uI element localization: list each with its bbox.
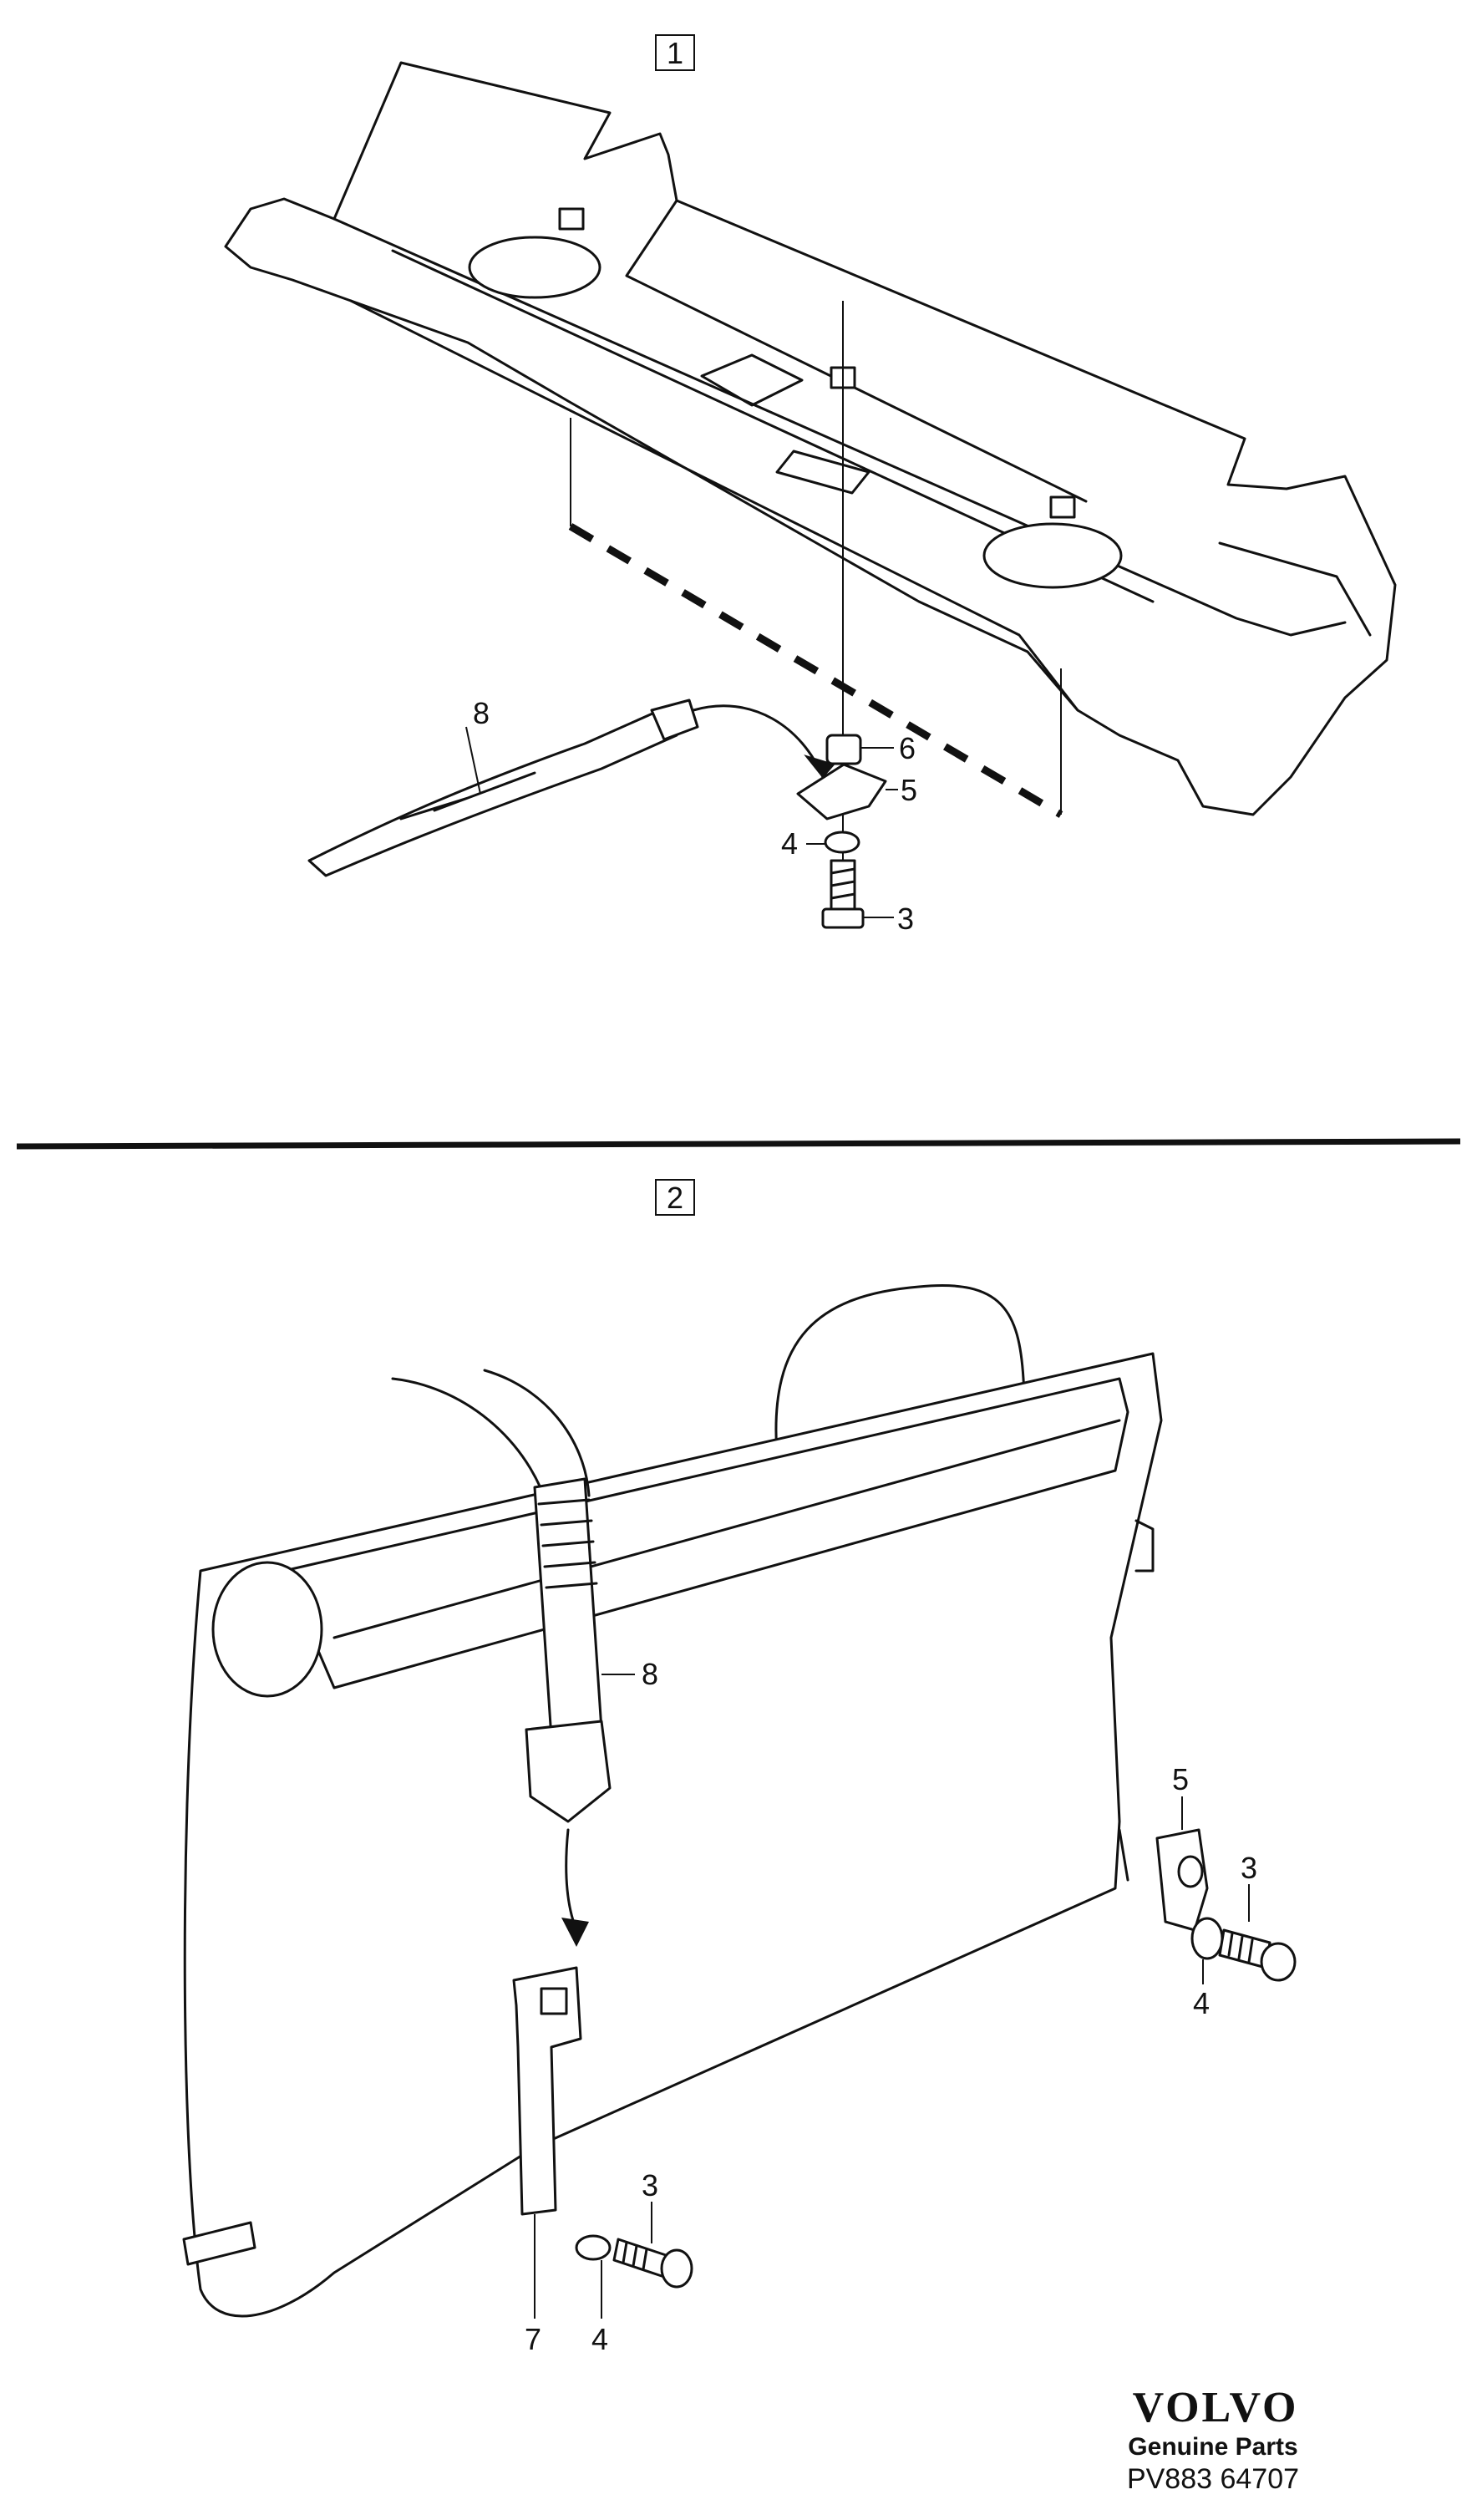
callout-3-v2-left: 3	[642, 2168, 658, 2202]
bolt-3	[821, 859, 865, 929]
seat-edge-dashed	[568, 523, 1063, 818]
callout-8-v2: 8	[642, 1657, 658, 1691]
washer-4-right	[1190, 1917, 1224, 1960]
view-2-seat-backrest: 2	[182, 1179, 1297, 2356]
view-1-box-label: 1	[667, 36, 683, 70]
view-1-box	[655, 34, 695, 71]
shelf-nut	[1049, 495, 1076, 519]
genuine-parts-label: Genuine Parts	[1128, 2433, 1297, 2461]
parcel-shelf	[224, 61, 1397, 816]
speaker-hole-right	[982, 522, 1123, 589]
bolt-3-right	[1218, 1928, 1297, 1982]
speaker-hole-left	[468, 236, 601, 299]
shelf-nut	[558, 207, 585, 231]
callout-3-v2-right: 3	[1241, 1851, 1257, 1885]
callout-7: 7	[525, 2322, 541, 2356]
callout-6: 6	[899, 731, 916, 765]
view-2-box	[655, 1179, 695, 1216]
volvo-logo: VOLVO	[1133, 2384, 1299, 2431]
brand-block: VOLVO Genuine Parts PV883 64707	[1127, 2384, 1299, 2495]
anchor-plate-7	[512, 1966, 582, 2216]
callout-3: 3	[897, 902, 914, 936]
callout-8: 8	[473, 696, 490, 730]
top-bolster	[282, 1377, 1129, 1689]
bolt-3-left	[612, 2238, 693, 2289]
strap	[307, 709, 678, 877]
belt-tongue	[525, 1720, 612, 1823]
view-2-box-label: 2	[667, 1181, 683, 1215]
washer-4-left	[575, 2234, 612, 2261]
bracket-5	[796, 763, 887, 821]
callout-4: 4	[781, 826, 798, 861]
direction-arrow	[692, 704, 825, 779]
callout-5: 5	[901, 773, 917, 807]
section-divider	[16, 1138, 1461, 1150]
part-number: PV883 64707	[1127, 2463, 1299, 2495]
washer-4	[824, 831, 860, 854]
callout-4-v2-right: 4	[1193, 1986, 1210, 2020]
view-1-parcel-shelf: 1	[224, 34, 1397, 936]
callout-5-v2: 5	[1172, 1762, 1189, 1796]
callout-4-v2-left: 4	[591, 2322, 608, 2356]
spacer-6	[825, 734, 862, 765]
